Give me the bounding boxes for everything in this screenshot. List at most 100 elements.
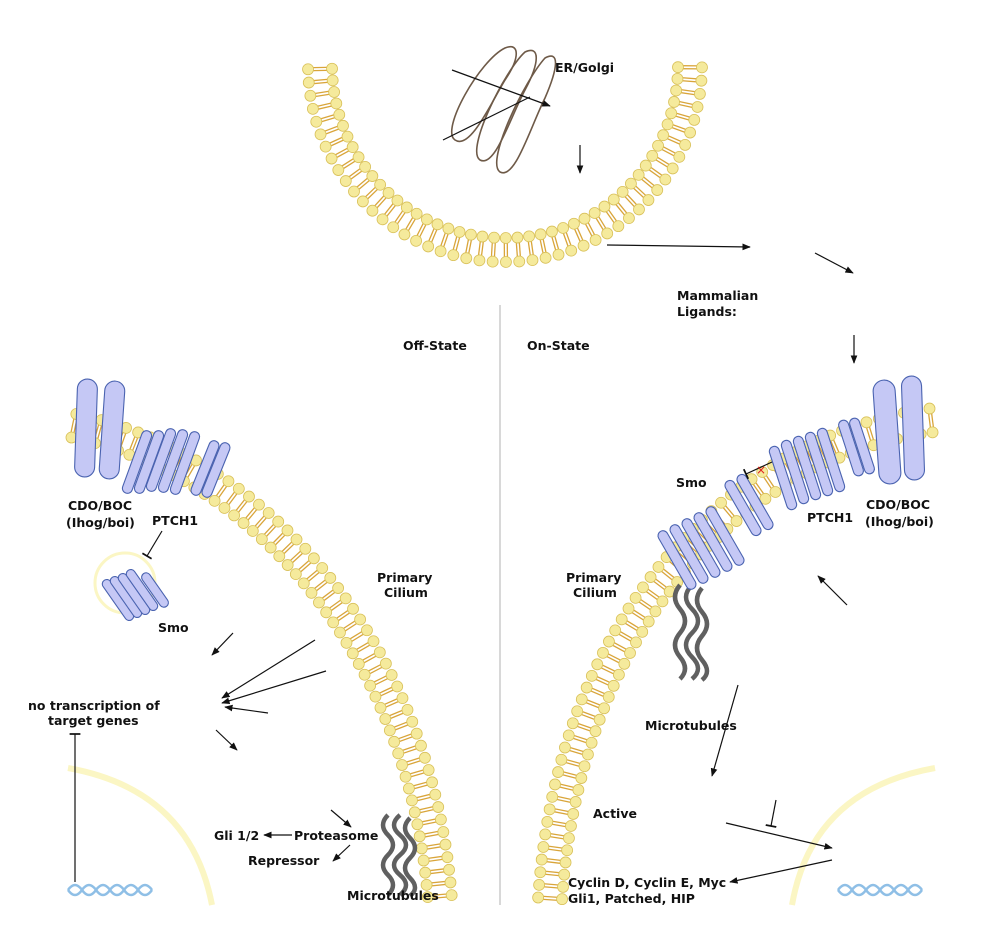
lipid	[549, 778, 585, 796]
lipid	[616, 185, 645, 216]
lipid	[629, 591, 662, 618]
lipid	[273, 533, 303, 563]
smo-right-helix	[693, 512, 733, 572]
lipid	[411, 813, 447, 831]
microtubules-label-left: Microtubules	[347, 888, 439, 903]
gli12-label: Gli 1/2	[214, 828, 259, 843]
ptch1-left-helix	[121, 430, 153, 494]
on-state-label: On-State	[527, 338, 590, 353]
ptch1-left-helix	[190, 440, 220, 496]
ptch1-right-helix	[792, 435, 822, 501]
arrow	[451, 69, 551, 107]
lipid	[420, 876, 457, 891]
lipid	[307, 97, 343, 115]
inhibition-blocked	[742, 461, 773, 480]
inhibition	[141, 530, 163, 560]
lipid	[356, 178, 387, 208]
lipid	[670, 84, 706, 100]
no-transcription-label: no transcription of	[28, 698, 160, 713]
vesicle-membrane	[320, 65, 690, 250]
arrow	[224, 704, 269, 714]
arrow	[330, 809, 352, 828]
lipid	[422, 218, 444, 253]
ptch1-right-helix	[768, 445, 798, 511]
lipid	[434, 222, 455, 258]
repressor-label: Repressor	[248, 853, 320, 868]
arrow	[442, 96, 531, 141]
lipid	[392, 739, 427, 760]
lipid	[408, 801, 445, 819]
lipid	[622, 602, 655, 628]
lipid	[546, 225, 565, 261]
lipid	[668, 96, 704, 113]
lipid	[369, 680, 404, 703]
lipid	[302, 74, 339, 89]
ihog-boi-label-left: (Ihog/boi)	[66, 515, 135, 530]
lipid	[297, 562, 329, 590]
lipid	[314, 119, 349, 141]
cdo-boc-right	[900, 375, 926, 481]
lipid	[585, 669, 620, 692]
lipid	[304, 86, 340, 102]
lipid	[552, 766, 588, 784]
er-golgi-icon	[450, 45, 557, 174]
primary-cilium-label-left-2: Cilium	[384, 585, 428, 600]
lipid	[264, 524, 294, 554]
lipid	[346, 635, 380, 660]
cdo-boc-right	[872, 379, 902, 485]
lipid	[533, 878, 569, 893]
primary-cilium-label-right-2: Cilium	[573, 585, 617, 600]
lipid	[661, 118, 697, 139]
smo-right-helix	[705, 506, 745, 566]
lipid	[534, 866, 571, 881]
lipid	[305, 572, 337, 599]
ptch1-left-helix	[145, 428, 177, 492]
lipid	[534, 228, 552, 264]
lipid	[535, 853, 572, 869]
lipid	[387, 201, 413, 234]
lipid	[588, 207, 614, 240]
lipid	[546, 790, 582, 808]
lipid	[639, 159, 672, 186]
smo-right-helix	[669, 524, 709, 584]
lipid	[358, 657, 392, 681]
lipid	[557, 222, 578, 257]
arrow	[710, 684, 739, 777]
ptch1-label-right: PTCH1	[807, 510, 853, 525]
lipid	[486, 231, 500, 268]
lipid	[566, 717, 602, 738]
lipid	[571, 705, 606, 726]
arrow	[221, 639, 316, 699]
lipid	[632, 168, 664, 196]
smo-left-helix	[141, 572, 169, 608]
ptch1-left-helix	[133, 430, 165, 494]
lipid	[255, 515, 285, 546]
off-state-label: Off-State	[403, 338, 467, 353]
proteins	[74, 375, 926, 622]
lipid	[310, 108, 346, 128]
lipid	[537, 841, 574, 857]
nucleus-envelope-left	[67, 765, 215, 906]
lipid	[399, 764, 435, 783]
smo-right-helix	[681, 518, 721, 578]
lipid	[615, 613, 649, 638]
lipid	[575, 693, 610, 715]
lipid	[652, 561, 684, 588]
cdo-boc-left	[74, 378, 98, 478]
dna-right-icon	[836, 883, 924, 897]
lipid	[383, 715, 419, 737]
arrow	[221, 670, 327, 704]
er-golgi-label: ER/Golgi	[555, 60, 614, 75]
lipid	[637, 581, 669, 608]
ptch1-right-helix	[838, 419, 864, 477]
lipid	[396, 751, 431, 771]
lipid	[591, 658, 625, 681]
smo-label-right: Smo	[676, 475, 707, 490]
lipid	[568, 217, 590, 252]
ptch1-right-helix	[849, 417, 875, 475]
no-transcription-label-2: target genes	[48, 713, 139, 728]
ihog-boi-label-right: (Ihog/boi)	[865, 514, 934, 529]
lipid	[597, 646, 631, 670]
lipid	[366, 187, 395, 217]
microtubules-left-icon	[380, 813, 418, 898]
